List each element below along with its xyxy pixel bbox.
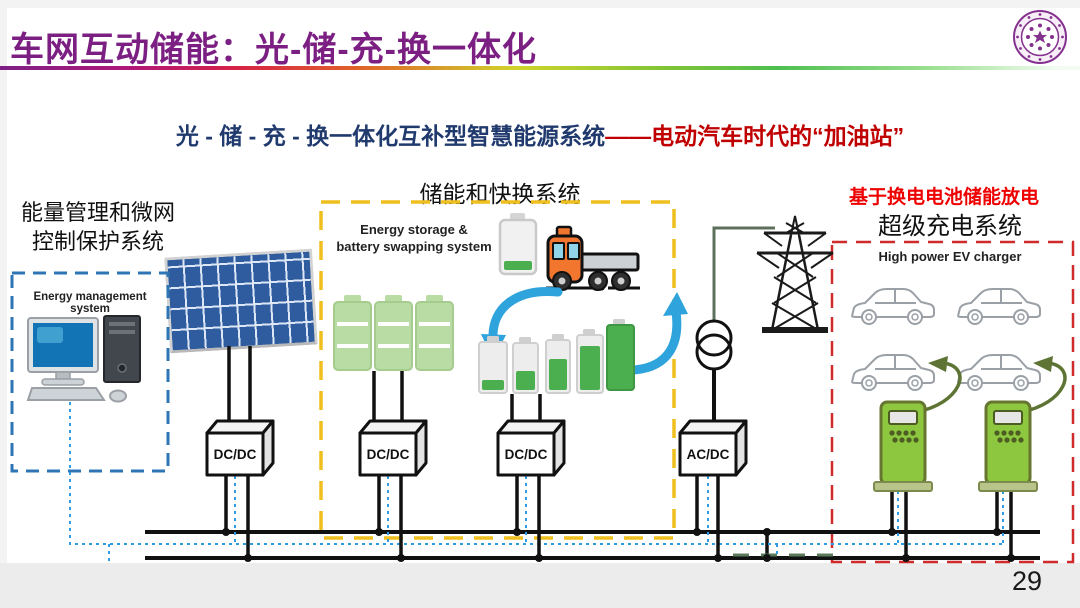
page-number: 29 (1012, 566, 1043, 596)
ems-title-line2: 控制保护系统 (31, 229, 164, 254)
battery-truck-icon (546, 225, 640, 291)
car-icon (851, 288, 935, 325)
comm-line-main (69, 402, 1003, 545)
supercharger-dashed-box (830, 240, 1075, 564)
converter-acdc: AC/DC (678, 419, 748, 477)
title-underline (0, 66, 1080, 70)
ems-title: 能量管理和微网 控制保护系统 (0, 198, 196, 256)
converter-dcdc-2: DC/DC (358, 419, 428, 477)
subtitle-highlight: ——电动汽车时代的“加油站” (605, 123, 905, 149)
left-margin-strip (0, 8, 7, 563)
car-icon (957, 288, 1041, 325)
swap-battery-icon (498, 213, 538, 276)
storage-box-label: Energy storage & battery swapping system (336, 221, 492, 255)
computer-icon (26, 315, 141, 403)
ev-charger-icon (872, 400, 934, 493)
page-title: 车网互动储能：光-储-充-换一体化 (10, 31, 537, 69)
storage-box-label-line1: Energy storage & (360, 222, 468, 237)
charging-batteries-icon (478, 319, 635, 394)
footer-strip (0, 563, 1080, 608)
swap-cycle-arrow-right-icon (629, 292, 688, 375)
converter-dcdc-1: DC/DC (205, 419, 275, 477)
storage-dashed-box (319, 200, 676, 540)
charging-cable (915, 356, 962, 414)
converter-dcdc-3: DC/DC (496, 419, 566, 477)
university-logo (1013, 10, 1067, 64)
bus-junction-dots (222, 528, 1015, 562)
converter-label: DC/DC (367, 447, 410, 462)
car-icon (957, 354, 1041, 391)
storage-box-label-line2: battery swapping system (336, 239, 492, 254)
subtitle-main: 光 - 储 - 充 - 换一体化互补型智慧能源系统 (175, 123, 606, 149)
converter-label: DC/DC (505, 447, 548, 462)
discharge-annotation: 基于换电电池储能放电 (848, 187, 1039, 208)
charging-cable (1020, 356, 1067, 414)
ems-title-line1: 能量管理和微网 (20, 200, 175, 225)
supercharger-box-label: High power EV charger (878, 249, 1022, 264)
converter-boxes: DC/DC DC/DC DC/DC AC/DC (205, 419, 748, 477)
grid-tower-icon (756, 215, 834, 333)
ems-box-label: Energy management system (33, 291, 147, 315)
comm-line (69, 402, 1004, 562)
ems-dashed-box (10, 271, 170, 473)
grid-feed-line (712, 226, 775, 321)
supercharger-title: 超级充电系统 (878, 213, 1022, 240)
car-icon (851, 354, 935, 391)
converter-label: DC/DC (214, 447, 257, 462)
converter-label: AC/DC (687, 447, 730, 462)
ev-charger-icon (977, 400, 1039, 493)
battery-pack-icon (333, 295, 454, 371)
top-margin-strip (0, 0, 1080, 8)
transformer-icon (695, 319, 733, 371)
wiring (224, 346, 1013, 558)
slide-subtitle: 光 - 储 - 充 - 换一体化互补型智慧能源系统——电动汽车时代的“加油站” (0, 117, 1080, 151)
